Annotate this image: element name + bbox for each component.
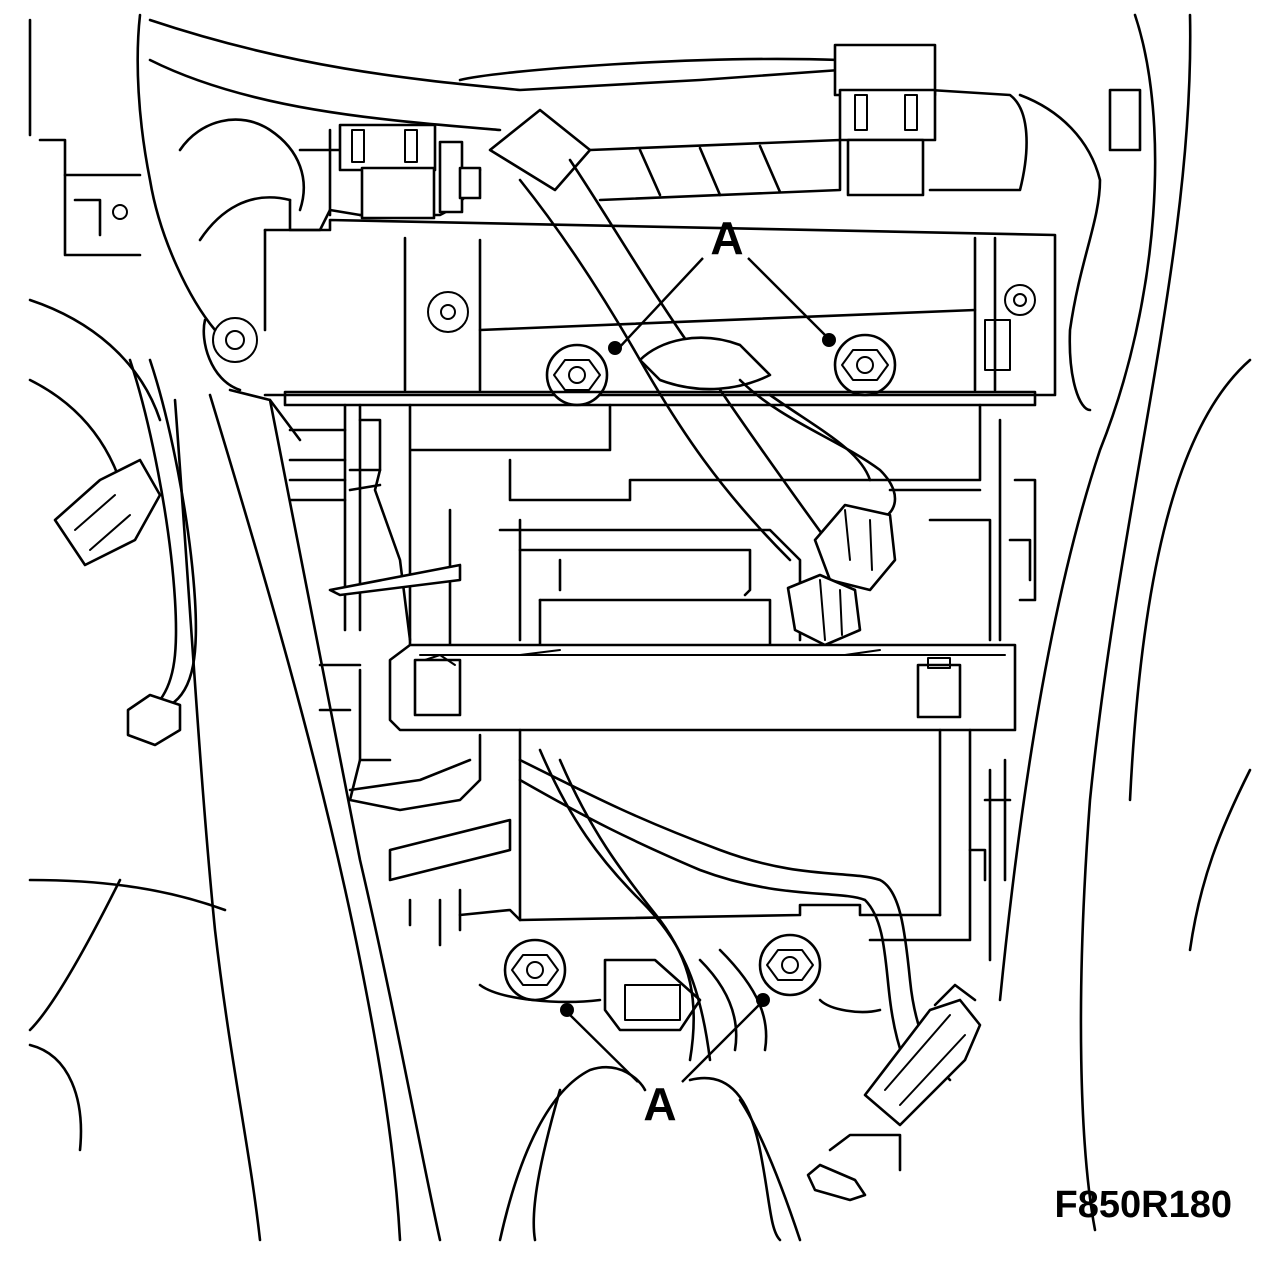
lower-housing <box>348 728 1012 962</box>
cable-connectors <box>786 503 897 647</box>
center-pillar <box>173 388 442 1242</box>
bottom-callout-leaders <box>560 993 770 1083</box>
crossbar <box>283 390 1037 407</box>
top-left-connector <box>338 123 482 220</box>
left-side-connector <box>53 358 198 747</box>
top-right-connector <box>833 43 937 197</box>
upper-right-nut <box>833 333 897 397</box>
top-callout-leaders <box>608 257 836 355</box>
callout-label-bottom: A <box>643 1078 676 1130</box>
lower-right-connector <box>863 983 982 1127</box>
upper-left-nut <box>545 343 609 407</box>
inner-frame <box>288 403 1037 652</box>
lower-left-nut <box>503 938 567 1002</box>
upper-mounting-bracket <box>202 218 1057 397</box>
left-console-panel <box>28 13 227 1152</box>
lower-center-connector <box>478 958 882 1032</box>
lower-rail <box>318 643 1017 762</box>
right-console-panel <box>998 13 1252 1232</box>
callout-label-top: A <box>710 212 743 264</box>
figure-id-label: F850R180 <box>1055 1184 1232 1226</box>
diagonal-cable <box>488 108 897 562</box>
shifter-boot <box>498 1066 902 1242</box>
lower-right-nut <box>758 933 822 997</box>
